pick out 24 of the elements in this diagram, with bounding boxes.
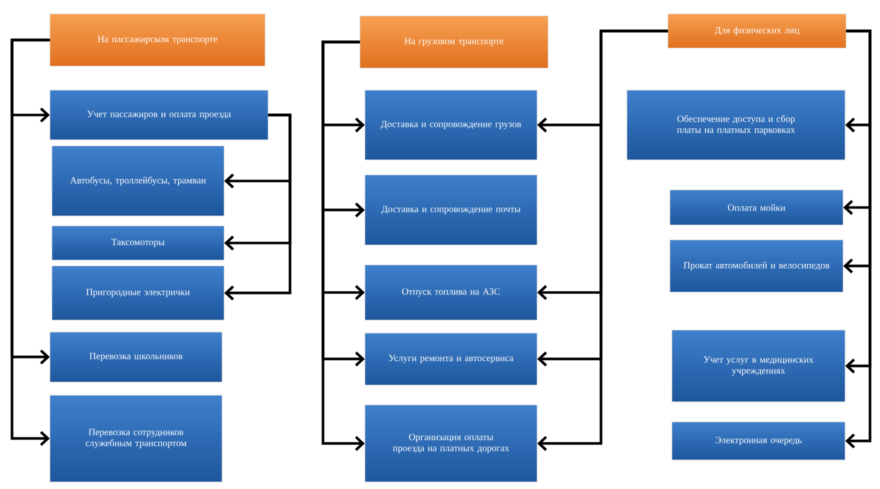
category-box: На грузовом транспорте	[360, 16, 548, 68]
arrow	[224, 114, 292, 300]
service-box: Организация оплаты проезда на платных дорогах	[364, 404, 538, 482]
arrow	[322, 40, 365, 451]
service-box: Пригородные электрички	[52, 266, 224, 320]
service-box: Перевозка школьников	[50, 332, 222, 382]
arrow	[10, 38, 50, 446]
service-box: Таксомоторы	[52, 226, 224, 260]
arrow	[537, 30, 668, 451]
service-box: Доставка и сопровождение почты	[364, 174, 538, 246]
service-box: Услуги ремонта и автосервиса	[364, 332, 538, 386]
service-box: Прокат автомобилей и велосипедов	[670, 240, 844, 292]
service-box: Отпуск топлива на АЗС	[364, 264, 538, 320]
service-box: Доставка и сопровождение грузов	[364, 90, 538, 160]
service-box: Учет пассажиров и оплата проезда	[50, 90, 268, 140]
category-box: На пассажирском транспорте	[50, 14, 266, 66]
arrow	[845, 30, 872, 448]
service-box: Перевозка сотрудников служебным транспортом	[50, 394, 222, 482]
service-box: Электронная очередь	[672, 422, 846, 460]
service-box: Обеспечение доступа и сбор платы на платных парковках	[626, 90, 846, 160]
service-box: Автобусы, троллейбусы, трамваи	[52, 146, 224, 216]
service-box: Оплата мойки	[670, 190, 844, 226]
category-box: Для физических лиц	[668, 14, 846, 48]
service-box: Учет услуг в медицинских учреждениях	[672, 330, 846, 402]
